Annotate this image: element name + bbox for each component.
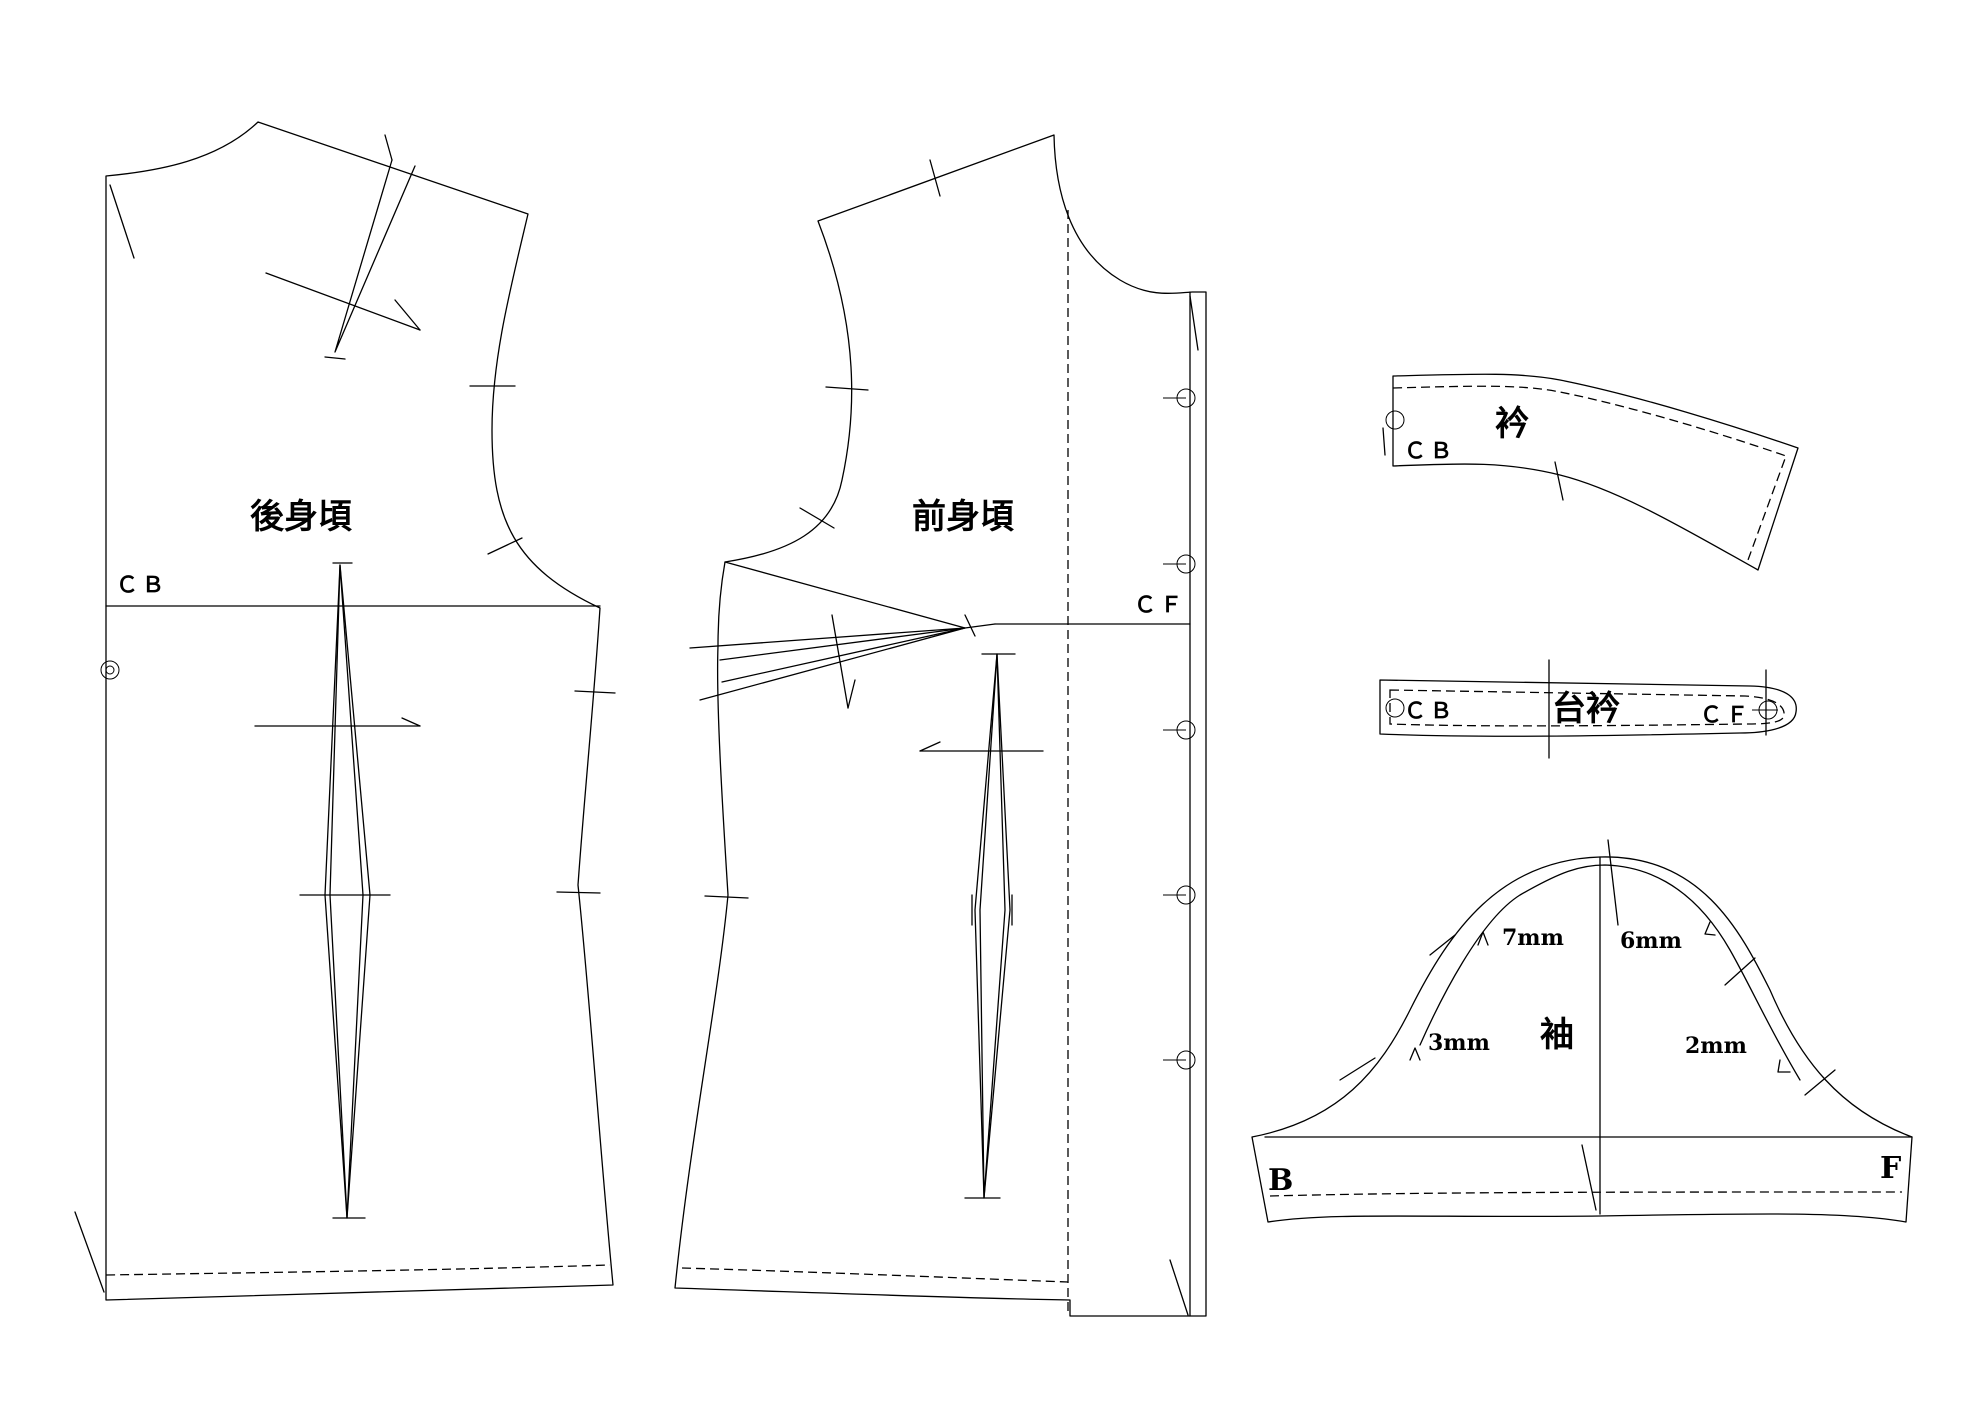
sleeve-ease-6mm: 6mm — [1620, 928, 1682, 954]
front-hem-allowance — [681, 1267, 1069, 1283]
front-hem-placket-notch — [1169, 1259, 1189, 1316]
collar-stand-cf-label: ＣＦ — [1700, 702, 1752, 728]
button-marker — [1163, 720, 1196, 740]
sleeve-ease-arrow — [1409, 1047, 1421, 1061]
sleeve-hem-notch — [1581, 1144, 1597, 1211]
back-armhole-notch-2 — [487, 537, 523, 555]
back-bodice-label: 後身頃 — [250, 497, 352, 537]
back-dart-tip — [324, 356, 346, 360]
collar-outline — [1392, 373, 1799, 571]
collar-stand-piece: 台衿 ＣＢ ＣＦ — [1379, 659, 1797, 759]
back-hem-allowance — [105, 1264, 611, 1276]
front-armhole-notch — [825, 386, 869, 391]
sleeve-ease-7mm: 7mm — [1502, 925, 1564, 951]
sleeve-piece: 袖 B F 7mm 6mm 3mm 2mm — [1251, 839, 1913, 1223]
front-side-dart-inner — [719, 627, 966, 683]
collar-label: 衿 — [1495, 404, 1529, 444]
collar-stand-button-marker — [1752, 700, 1778, 720]
sleeve-outline — [1251, 856, 1913, 1223]
sleeve-ease-arrow — [1704, 921, 1716, 936]
sleeve-hem-allowance — [1269, 1191, 1903, 1197]
back-side-notch — [574, 690, 616, 694]
back-dart-mark — [384, 134, 393, 161]
front-side-dart-legs — [689, 627, 966, 701]
back-neck-notch — [109, 184, 135, 259]
sleeve-front-label: F — [1880, 1151, 1901, 1186]
back-button-marker — [100, 660, 120, 680]
back-side-notch-2 — [556, 891, 601, 894]
front-buttons — [1163, 388, 1196, 1070]
back-grain-arrow — [394, 299, 421, 331]
front-neck-placket-notch — [1189, 295, 1199, 351]
button-marker — [1163, 1050, 1196, 1070]
front-side-notch — [704, 895, 749, 899]
front-grain-arrow-dart — [847, 679, 856, 709]
front-bodice-piece: 前身頃 ＣＦ — [674, 134, 1207, 1317]
back-cb-label: ＣＢ — [116, 572, 168, 598]
front-shoulder-notch — [929, 159, 941, 197]
sleeve-back-label: B — [1268, 1163, 1293, 1198]
collar-stand-allowance — [1389, 689, 1785, 727]
sleeve-cap-inner — [1419, 864, 1801, 1081]
sleeve-back-notch — [1429, 934, 1456, 956]
front-grain-line-dart — [831, 614, 849, 709]
front-bodice-outline — [674, 134, 1207, 1317]
collar-cb-marker — [1385, 410, 1405, 430]
back-shoulder-dart — [334, 159, 416, 353]
sleeve-label: 袖 — [1540, 1015, 1574, 1055]
collar-cb-label: ＣＢ — [1404, 438, 1456, 464]
front-dart-tip — [964, 614, 976, 637]
back-bodice-outline — [105, 121, 614, 1301]
back-hem-notch — [74, 1211, 105, 1293]
sleeve-ease-2mm: 2mm — [1685, 1033, 1747, 1059]
collar-stand-outline — [1379, 679, 1797, 737]
sleeve-ease-arrow — [1777, 1059, 1791, 1073]
front-bodice-label: 前身頃 — [912, 497, 1014, 537]
front-cf-label: ＣＦ — [1134, 592, 1186, 618]
button-marker — [1163, 388, 1196, 408]
collar-piece: 衿 ＣＢ — [1382, 373, 1799, 571]
sleeve-ease-3mm: 3mm — [1428, 1030, 1490, 1056]
back-bodice-piece: 後身頃 ＣＢ — [74, 121, 616, 1301]
button-marker — [1163, 554, 1196, 574]
sleeve-top-notch — [1607, 839, 1619, 926]
sleeve-front-notch — [1724, 957, 1756, 986]
back-grain-arrow-2 — [401, 717, 421, 727]
sleeve-ease-arrow — [1477, 931, 1489, 946]
collar-notch — [1554, 461, 1564, 501]
collar-allowance — [1392, 385, 1787, 561]
front-side-dart — [724, 561, 996, 629]
collar-stand-cb-label: ＣＢ — [1404, 698, 1456, 724]
button-marker — [1163, 885, 1196, 905]
front-armhole-notch-2 — [799, 507, 835, 529]
sleeve-front-notch-2 — [1804, 1069, 1836, 1096]
back-grain-line — [265, 272, 421, 331]
sleeve-back-notch-2 — [1339, 1057, 1376, 1081]
front-grain-arrow-lower — [919, 741, 941, 752]
collar-stand-cb-marker — [1385, 698, 1405, 718]
collar-cb-notch — [1382, 427, 1386, 456]
collar-stand-label: 台衿 — [1552, 689, 1620, 729]
